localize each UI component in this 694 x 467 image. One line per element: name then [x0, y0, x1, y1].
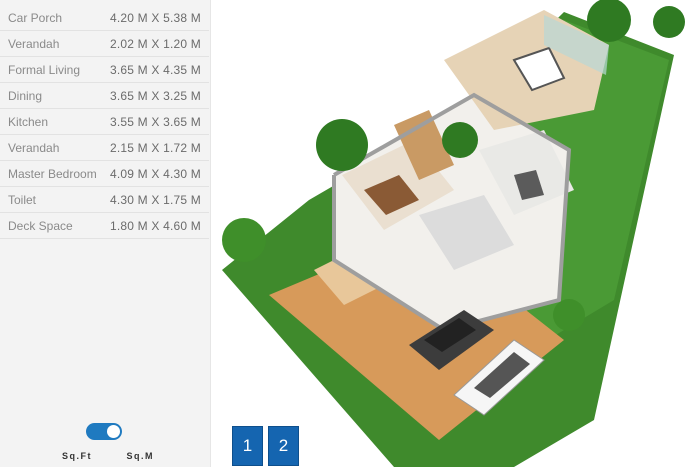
floor-plan-illustration [222, 0, 685, 467]
toggle-knob [107, 425, 120, 438]
shrub [553, 299, 585, 331]
room-size: 3.65 M X 4.35 M [109, 62, 201, 77]
tree [316, 119, 368, 171]
dining-table [514, 170, 544, 200]
room-size: 2.15 M X 1.72 M [109, 140, 201, 155]
room-size: 1.80 M X 4.60 M [109, 218, 201, 233]
palm-plant [222, 218, 266, 262]
room-row: Formal Living 3.65 M X 4.35 M [0, 57, 209, 83]
room-name: Dining [8, 88, 43, 103]
shrub [653, 6, 685, 38]
room-size: 4.30 M X 1.75 M [109, 192, 201, 207]
kitchen [419, 195, 514, 270]
room-size: 3.65 M X 3.25 M [109, 88, 201, 103]
room-size: 2.02 M X 1.20 M [109, 36, 201, 51]
staircase [394, 110, 454, 180]
car-white [453, 339, 545, 416]
entry-steps [314, 250, 384, 305]
room-dimensions-panel: Car Porch 4.20 M X 5.38 M Verandah 2.02 … [0, 0, 211, 467]
unit-sqft-label[interactable]: Sq.Ft [62, 451, 92, 461]
house-walls [332, 92, 572, 333]
room-name: Car Porch [8, 10, 63, 25]
page-1-button[interactable]: 1 [232, 426, 263, 466]
unit-labels: Sq.Ft Sq.M [62, 451, 154, 461]
room-name: Deck Space [8, 218, 73, 233]
unit-sqm-label[interactable]: Sq.M [126, 451, 154, 461]
room-row: Car Porch 4.20 M X 5.38 M [0, 5, 209, 31]
room-row: Deck Space 1.80 M X 4.60 M [0, 213, 209, 239]
room-list: Car Porch 4.20 M X 5.38 M Verandah 2.02 … [0, 5, 209, 239]
floor-plan-3d-image [214, 0, 694, 467]
room-name: Formal Living [8, 62, 81, 77]
room-name: Kitchen [8, 114, 49, 129]
unit-toggle[interactable] [86, 423, 122, 440]
page-2-button[interactable]: 2 [268, 426, 299, 466]
room-row: Verandah 2.15 M X 1.72 M [0, 135, 209, 161]
room-row: Kitchen 3.55 M X 3.65 M [0, 109, 209, 135]
bed [512, 46, 566, 92]
room-name: Verandah [8, 36, 60, 51]
room-row: Verandah 2.02 M X 1.20 M [0, 31, 209, 57]
room-size: 4.09 M X 4.30 M [109, 166, 201, 181]
room-name: Verandah [8, 140, 60, 155]
room-row: Master Bedroom 4.09 M X 4.30 M [0, 161, 209, 187]
room-name: Master Bedroom [8, 166, 97, 181]
tree [442, 122, 478, 158]
room-name: Toilet [8, 192, 37, 207]
living-rug [364, 175, 419, 215]
room-size: 3.55 M X 3.65 M [109, 114, 201, 129]
image-pager: 1 2 [232, 426, 299, 466]
tree [587, 0, 631, 42]
room-row: Dining 3.65 M X 3.25 M [0, 83, 209, 109]
deck-glass [544, 15, 609, 75]
car-dark [409, 310, 494, 370]
room-row: Toilet 4.30 M X 1.75 M [0, 187, 209, 213]
room-size: 4.20 M X 5.38 M [109, 10, 201, 25]
